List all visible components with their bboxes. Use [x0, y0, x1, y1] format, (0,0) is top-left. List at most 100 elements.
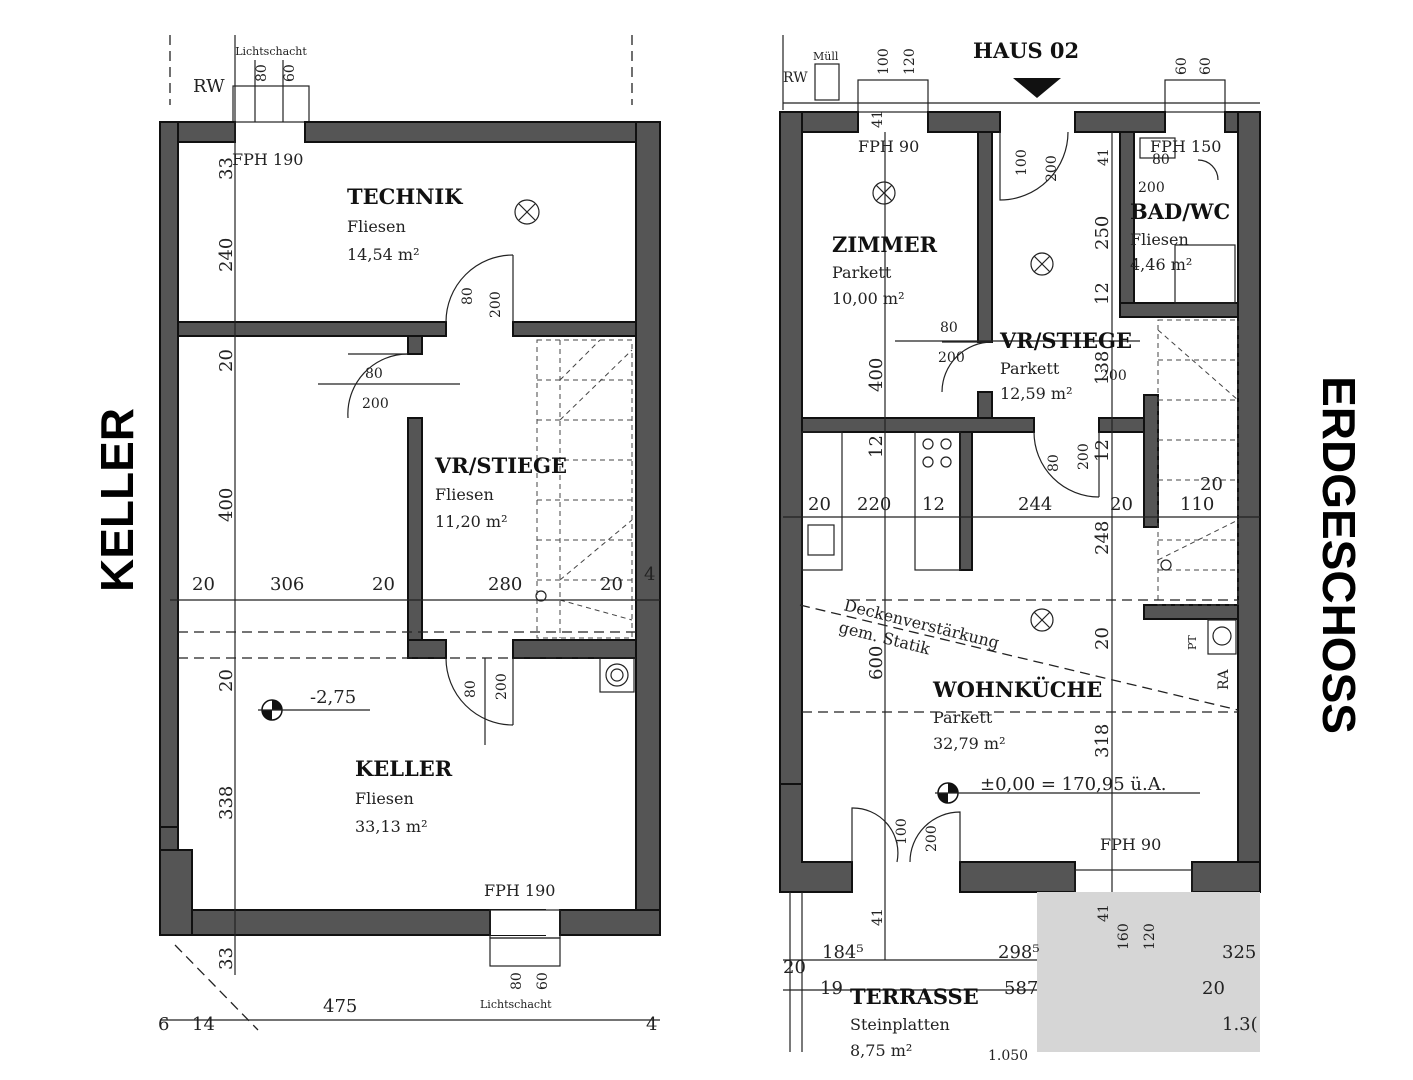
- keller-plan: KELLER Lichtschacht 80 60 RW: [91, 35, 661, 1035]
- dim-v41a: 41: [870, 110, 886, 128]
- dim-v138: 138: [1092, 351, 1113, 385]
- dim-d200c: 200: [494, 673, 510, 700]
- dim-b475: 475: [323, 996, 357, 1017]
- keller-stairs: [535, 339, 633, 639]
- dim-h12: 12: [922, 494, 945, 515]
- dim-h220: 220: [857, 494, 891, 515]
- dim-d200: 200: [1044, 155, 1060, 182]
- dim-b80: 80: [1152, 152, 1170, 168]
- dim-h20b: 20: [372, 574, 395, 595]
- room-zimmer-floor: Parkett: [832, 263, 892, 282]
- dim-d80: 80: [1046, 454, 1062, 472]
- dim-b14: 14: [192, 1014, 215, 1035]
- kitchen-counter-right: [914, 431, 961, 571]
- dim-top-80: 80: [254, 64, 270, 82]
- dim-b1050: 1.050: [988, 1048, 1028, 1064]
- room-vr-stiege-floor: Fliesen: [435, 485, 494, 504]
- dim-b298: 298⁵: [998, 942, 1040, 963]
- room-technik-name: TECHNIK: [347, 184, 463, 209]
- room-eg-vr-stiege-area: 12,59 m²: [1000, 384, 1072, 403]
- dim-v600: 600: [866, 646, 887, 680]
- dim-v20a: 20: [216, 349, 237, 372]
- dim-h110: 110: [1180, 494, 1214, 515]
- room-zimmer-name: ZIMMER: [832, 232, 938, 257]
- erdgeschoss-heading: ERDGESCHOSS: [1313, 376, 1365, 734]
- dim-v250: 250: [1092, 216, 1113, 250]
- fph-bad: FPH 150: [1150, 137, 1221, 156]
- room-bad-floor: Fliesen: [1130, 230, 1189, 249]
- dim-t60b: 60: [1198, 57, 1214, 75]
- room-keller-name: KELLER: [355, 756, 453, 781]
- dim-h244: 244: [1018, 494, 1052, 515]
- dim-d100: 100: [1014, 149, 1030, 176]
- dim-t100: 100: [876, 48, 892, 75]
- dim-r120: 120: [1142, 923, 1158, 950]
- dim-v33a: 33: [216, 157, 237, 180]
- lichtschacht-top: [232, 85, 310, 123]
- room-vr-stiege-area: 11,20 m²: [435, 512, 507, 531]
- fph-top: FPH 190: [232, 150, 303, 169]
- dim-z80: 80: [940, 320, 958, 336]
- terrace-shade: [1037, 892, 1260, 1052]
- dim-v41c: 41: [870, 908, 886, 926]
- keller-level: -2,75: [310, 687, 356, 708]
- room-terrasse-floor: Steinplatten: [850, 1015, 950, 1034]
- room-keller-area: 33,13 m²: [355, 817, 427, 836]
- dim-v338: 338: [216, 786, 237, 820]
- dim-b130: 1.3(: [1222, 1014, 1258, 1035]
- dim-s200: 200: [1100, 368, 1127, 384]
- dim-z200: 200: [938, 350, 965, 366]
- dim-v20b: 20: [216, 669, 237, 692]
- keller-heading: KELLER: [91, 408, 143, 592]
- lichtschacht-bottom-label: Lichtschacht: [480, 998, 552, 1011]
- dim-v248: 248: [1092, 521, 1113, 555]
- dim-d80c: 80: [463, 680, 479, 698]
- bath-shower: [1174, 244, 1236, 304]
- dim-v33b: 33: [216, 947, 237, 970]
- dim-d200b: 200: [362, 396, 389, 412]
- room-vr-stiege-name: VR/STIEGE: [434, 453, 567, 478]
- room-keller-floor: Fliesen: [355, 789, 414, 808]
- dim-e200: 200: [924, 825, 940, 852]
- lichtschacht-top-label: Lichtschacht: [235, 45, 307, 58]
- dim-eg-h20a: 20: [808, 494, 831, 515]
- ra-label: RA: [1216, 668, 1232, 690]
- room-bad-area: 4,46 m²: [1130, 255, 1192, 274]
- room-technik-floor: Fliesen: [347, 217, 406, 236]
- dim-v12a: 12: [1092, 282, 1113, 305]
- haus-label: HAUS 02: [973, 38, 1079, 63]
- dim-v41d: 41: [1096, 904, 1112, 922]
- room-wohnkueche-area: 32,79 m²: [933, 734, 1005, 753]
- dim-eg-v400: 400: [866, 358, 887, 392]
- kitchen-counter-left: [801, 431, 843, 571]
- dim-v240: 240: [216, 238, 237, 272]
- dim-v12c: 12: [1092, 439, 1113, 462]
- dim-eg-v20: 20: [1092, 627, 1113, 650]
- room-eg-vr-stiege-floor: Parkett: [1000, 359, 1060, 378]
- fph-bottom: FPH 190: [484, 881, 555, 900]
- dim-b19: 19: [820, 978, 843, 999]
- dim-h306: 306: [270, 574, 304, 595]
- dim-b20b: 20: [1202, 978, 1225, 999]
- dim-r160: 160: [1116, 923, 1132, 950]
- room-wohnkueche-floor: Parkett: [933, 708, 993, 727]
- dim-d80b: 80: [365, 366, 383, 382]
- dim-d80a: 80: [460, 287, 476, 305]
- dim-bot-80: 80: [509, 972, 525, 990]
- dim-d200a: 200: [488, 291, 504, 318]
- dim-v318: 318: [1092, 724, 1113, 758]
- dim-b200: 200: [1138, 180, 1165, 196]
- dim-t60a: 60: [1174, 57, 1190, 75]
- dim-top-60: 60: [282, 64, 298, 82]
- dim-eg-h20b: 20: [1110, 494, 1133, 515]
- dim-b20a: 20: [783, 957, 806, 978]
- dim-v12b: 12: [866, 435, 887, 458]
- room-terrasse-area: 8,75 m²: [850, 1041, 912, 1060]
- room-technik-area: 14,54 m²: [347, 245, 419, 264]
- dim-b6: 6: [158, 1014, 169, 1035]
- room-bad-name: BAD/WC: [1130, 199, 1230, 224]
- dim-b325: 325: [1222, 942, 1256, 963]
- entrance-arrow: [1013, 78, 1061, 98]
- dim-h20a: 20: [192, 574, 215, 595]
- rw-label-eg: RW: [783, 70, 808, 86]
